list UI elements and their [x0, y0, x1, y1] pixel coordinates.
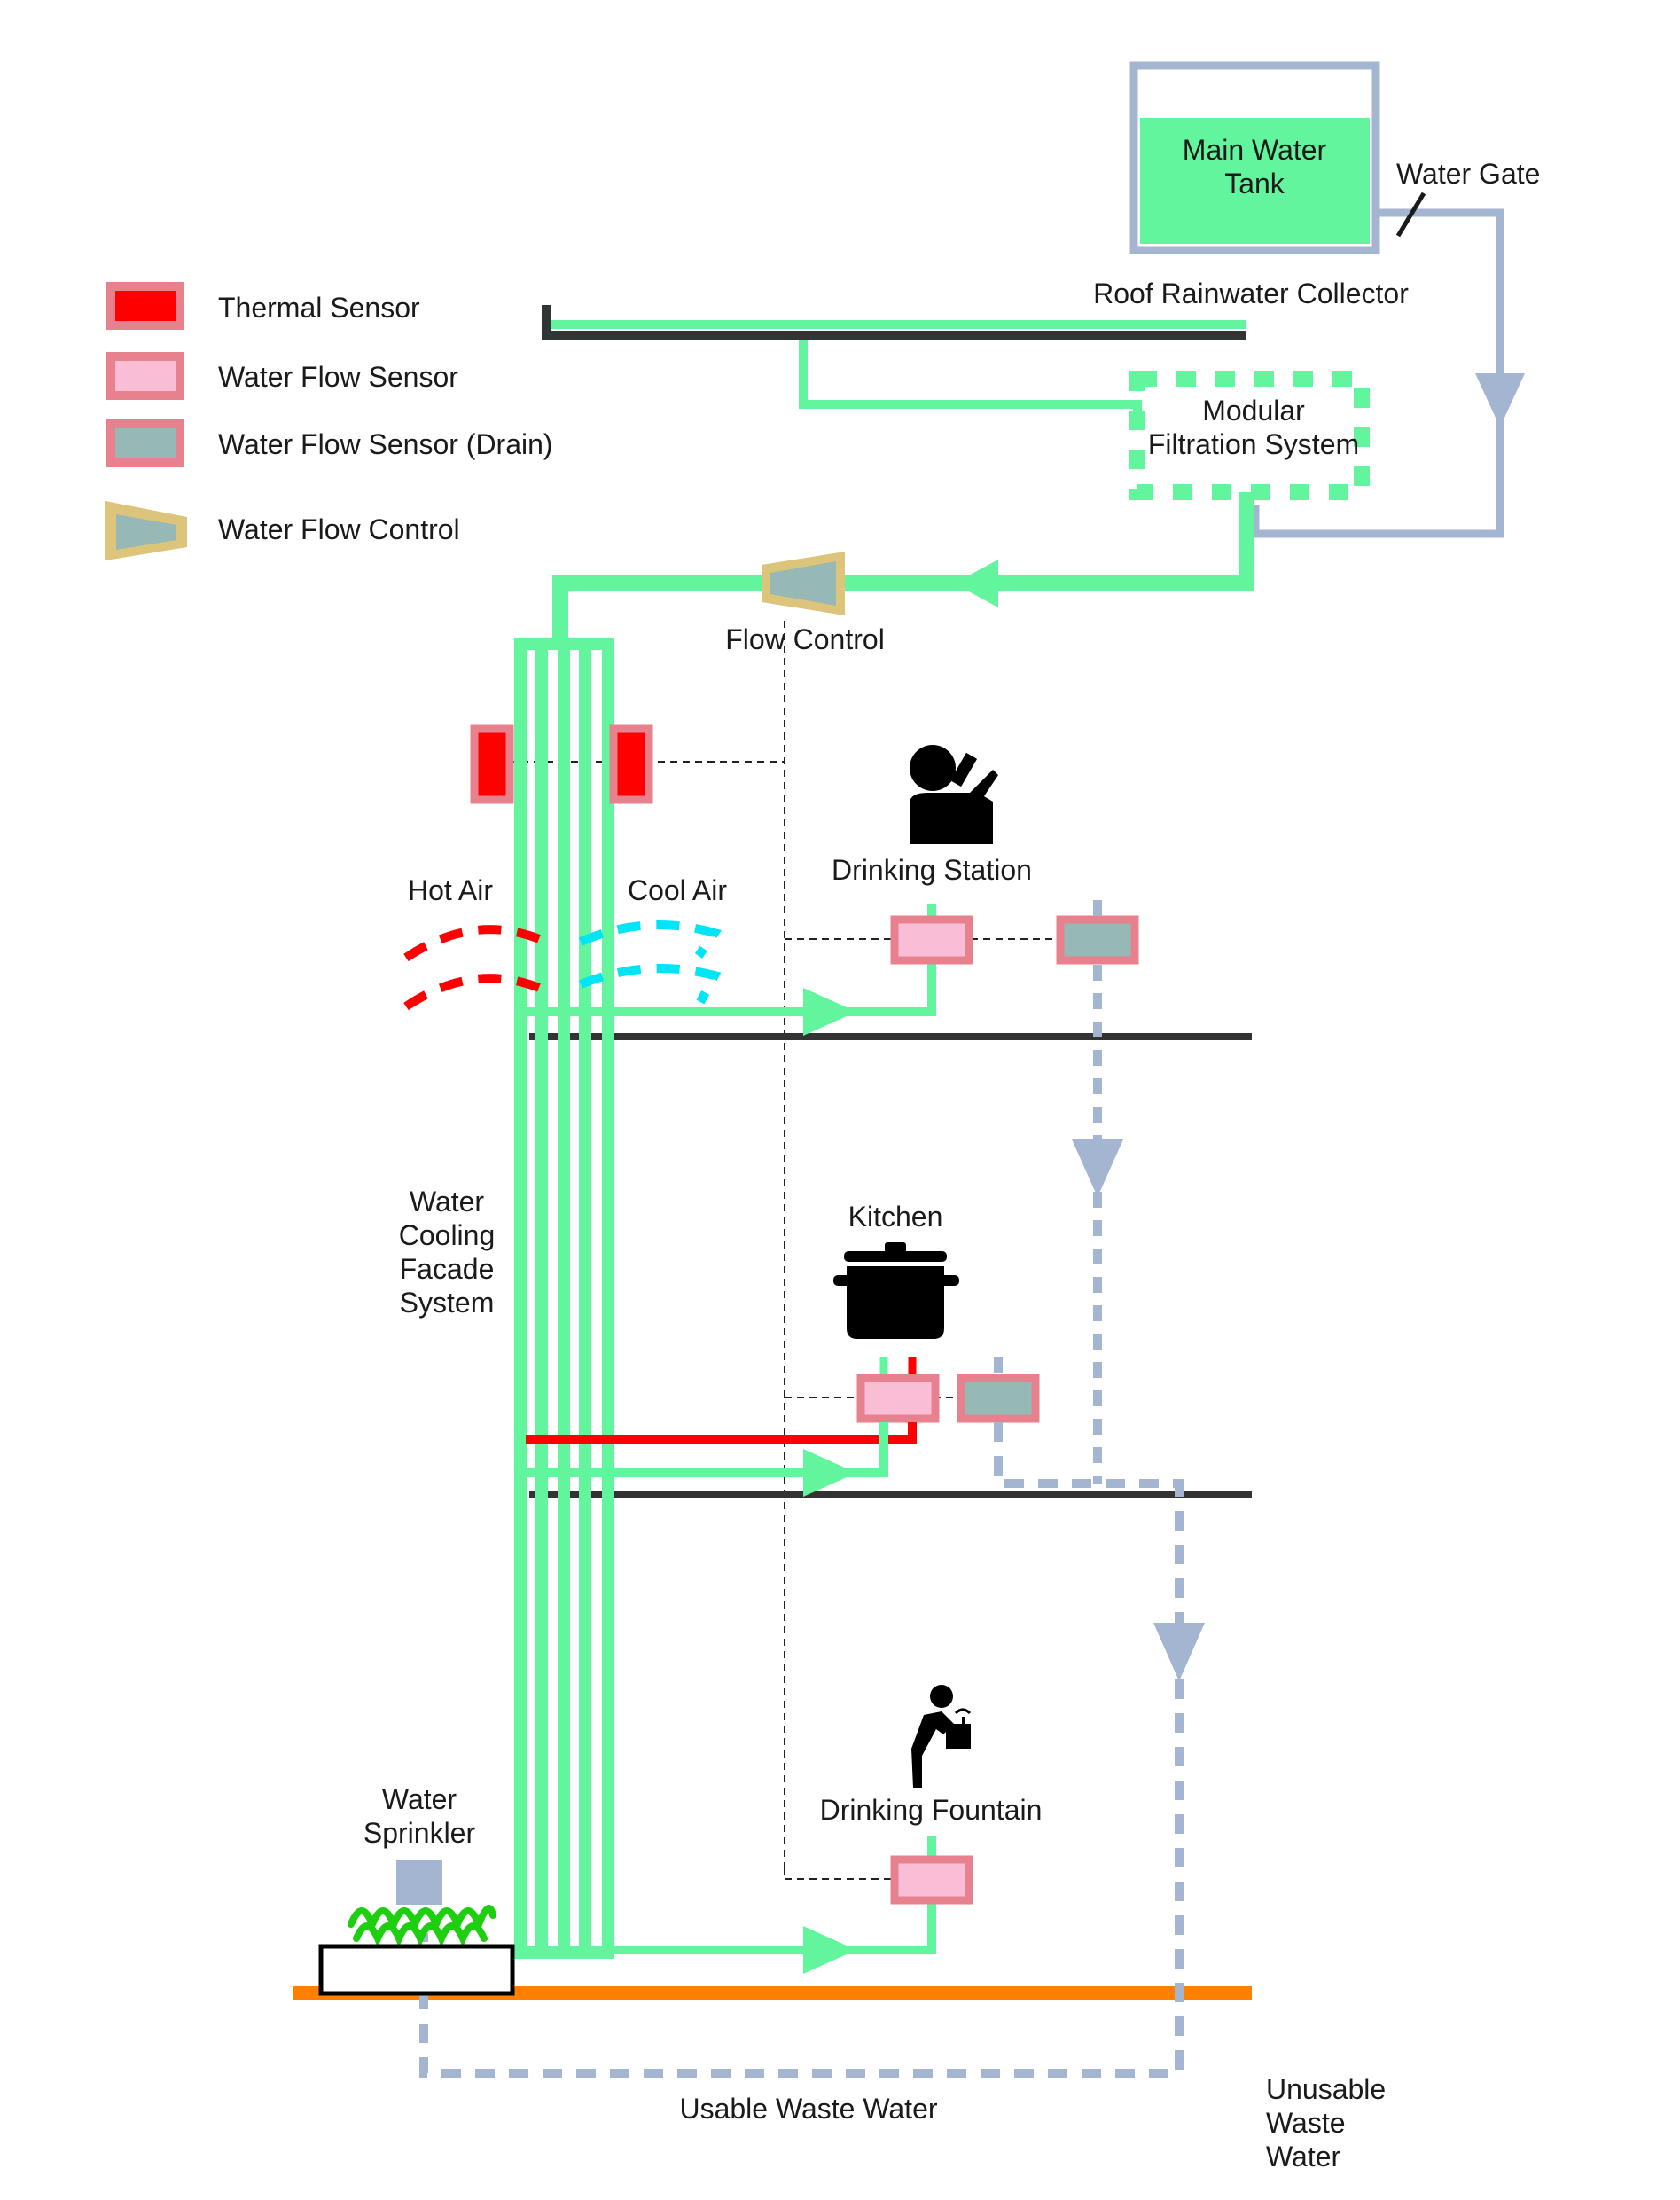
hot-air-wave-top — [403, 925, 554, 962]
usable-waste-water-label: Usable Waste Water — [679, 2093, 937, 2125]
right-arrow-icon — [803, 1926, 856, 1974]
flow-control-label: Flow Control — [725, 623, 885, 655]
left-arrow-icon — [954, 560, 998, 607]
roof-collector-label: Roof Rainwater Collector — [1093, 278, 1409, 309]
thermal-sensor-right — [609, 724, 653, 804]
unusable-label-line1: Unusable — [1266, 2073, 1386, 2105]
facade-label-line2: Cooling — [399, 1219, 496, 1251]
fountain-flow-sensor — [890, 1855, 973, 1905]
kitchen-label: Kitchen — [848, 1201, 943, 1233]
water-gate-label: Water Gate — [1396, 158, 1540, 190]
kitchen: Kitchen — [526, 1201, 1040, 1497]
cooking-pot-icon — [833, 1242, 959, 1339]
tank-water-fill — [1140, 118, 1370, 244]
unusable-label-line2: Waste — [1266, 2107, 1346, 2139]
drinking-person-icon — [910, 745, 998, 844]
cool-air-wave-top — [578, 920, 723, 959]
thermal-sensor-left — [470, 724, 514, 804]
station-drain-sensor — [1056, 915, 1139, 965]
sprinkler-label-line2: Sprinkler — [363, 1817, 476, 1849]
legend-drain-sensor-label: Water Flow Sensor (Drain) — [218, 428, 553, 460]
legend-flow-control-label: Water Flow Control — [218, 513, 460, 545]
hot-air-wave-bottom — [403, 974, 554, 1011]
kitchen-drain-pipe — [419, 1422, 1184, 2078]
station-flow-sensor — [890, 915, 973, 965]
drinking-station: Drinking Station — [526, 745, 1139, 1036]
tank-outline — [1129, 61, 1380, 254]
flow-control-valve: Flow Control — [725, 552, 885, 655]
tank-supply-pipe — [1251, 208, 1504, 538]
legend-drain-sensor-swatch — [106, 419, 184, 467]
sprinkler-label-line1: Water — [382, 1783, 457, 1815]
kitchen-drain-sensor — [957, 1374, 1040, 1423]
right-arrow-icon — [803, 1449, 856, 1497]
tank-label-line2: Tank — [1224, 168, 1285, 200]
legend-thermal-sensor-swatch — [106, 282, 184, 330]
collector-to-filter-pipe — [799, 340, 1142, 424]
sprinkler-head — [396, 1860, 442, 1905]
main-supply-pipe — [552, 492, 1254, 644]
kitchen-flow-sensor — [856, 1374, 940, 1423]
filtration-label-line2: Filtration System — [1148, 428, 1359, 460]
facade-label-line4: System — [400, 1287, 495, 1319]
facade-label-line1: Water — [410, 1186, 485, 1217]
legend-thermal-sensor-label: Thermal Sensor — [218, 292, 420, 324]
drinking-fountain: Drinking Fountain — [526, 1685, 1042, 1974]
main-water-tank: Main Water Tank — [1129, 61, 1380, 254]
roof-collector-bar — [542, 305, 1246, 340]
plant-icon — [348, 1905, 496, 1948]
drain-arrow-icon — [1072, 1139, 1123, 1197]
legend: Thermal Sensor Water Flow Sensor Water F… — [105, 282, 553, 560]
water-gate-pipe: Water Gate — [1251, 158, 1540, 538]
water-cooling-facade: Water Cooling Facade System — [399, 638, 614, 1959]
unusable-label-line3: Water — [1266, 2141, 1341, 2173]
drinking-fountain-label: Drinking Fountain — [820, 1794, 1043, 1826]
fountain-person-icon — [911, 1685, 972, 1788]
water-sprinkler: Water Sprinkler — [318, 1783, 515, 1996]
filtration-label-line1: Modular — [1202, 395, 1305, 427]
right-arrow-icon — [803, 988, 856, 1036]
filtration-outline — [1129, 371, 1370, 500]
hot-air-label: Hot Air — [408, 874, 493, 906]
planter-box — [318, 1944, 515, 1996]
legend-flow-control-inner — [116, 514, 176, 550]
air-flow: Hot Air Cool Air — [403, 874, 727, 1011]
legend-water-flow-sensor-label: Water Flow Sensor — [218, 361, 458, 393]
facade-label-line3: Facade — [400, 1253, 495, 1285]
legend-water-flow-sensor-swatch — [106, 352, 184, 400]
kitchen-hot-pipe — [526, 1422, 917, 1444]
modular-filtration-system: Modular Filtration System — [1129, 371, 1370, 500]
tank-label-line1: Main Water — [1183, 134, 1327, 166]
drinking-station-label: Drinking Station — [832, 854, 1032, 886]
roof-rainwater-collector: Roof Rainwater Collector — [542, 278, 1409, 424]
flow-control-inner — [770, 561, 836, 606]
cool-air-label: Cool Air — [628, 874, 727, 906]
water-gate-slash — [1395, 192, 1426, 238]
drain-arrow-icon — [1153, 1623, 1205, 1681]
cool-air-wave-bottom — [579, 964, 722, 1005]
down-arrow-icon — [1475, 373, 1525, 427]
kitchen-supply-pipe — [526, 1422, 888, 1477]
